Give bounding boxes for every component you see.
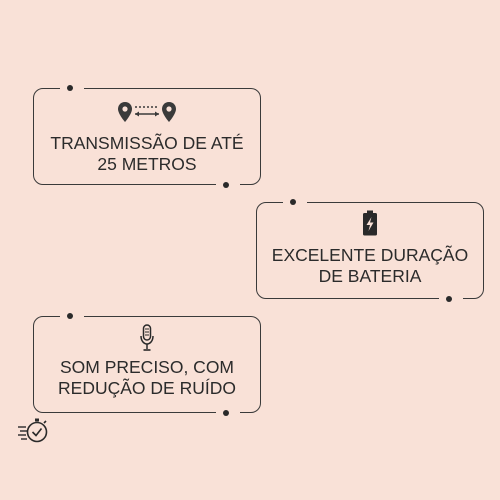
feature-line-2: DE BATERIA <box>318 266 422 286</box>
feature-card-battery: EXCELENTE DURAÇÃO DE BATERIA <box>256 199 484 302</box>
feature-line-1: EXCELENTE DURAÇÃO <box>271 245 469 265</box>
stopwatch-icon <box>18 418 48 443</box>
feature-line-2: 25 METROS <box>97 154 197 174</box>
battery-charging-icon <box>363 210 377 236</box>
microphone-icon <box>140 324 154 351</box>
feature-line-2: REDUÇÃO DE RUÍDO <box>58 378 236 398</box>
feature-card-range: TRANSMISSÃO DE ATÉ 25 METROS <box>33 85 261 188</box>
feature-line-1: TRANSMISSÃO DE ATÉ <box>50 133 244 153</box>
feature-line-1: SOM PRECISO, COM <box>59 357 235 377</box>
feature-card-sound: SOM PRECISO, COM REDUÇÃO DE RUÍDO <box>33 313 261 416</box>
location-distance-icon <box>118 102 176 122</box>
